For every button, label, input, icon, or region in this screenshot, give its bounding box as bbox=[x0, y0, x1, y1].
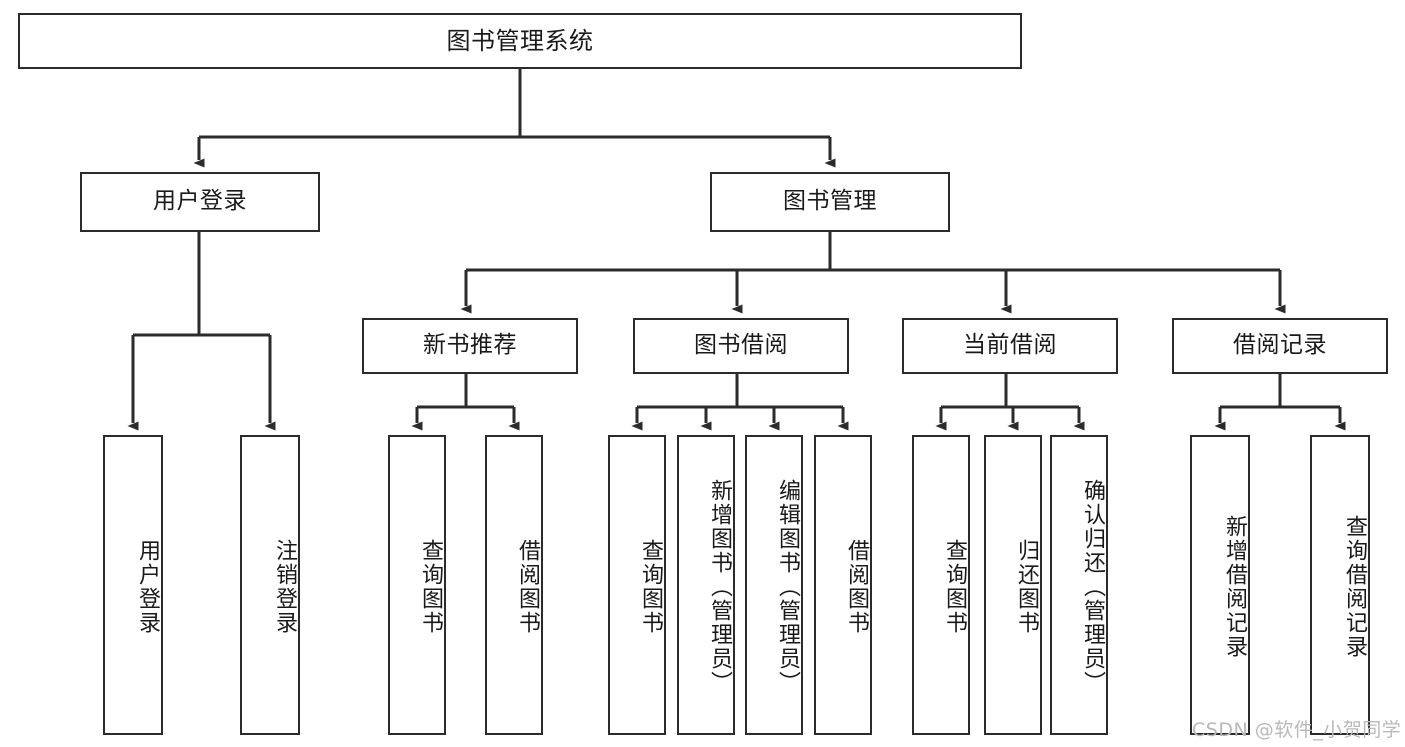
node-new-book-rec[interactable]: 新书推荐 bbox=[362, 318, 578, 374]
leaf-add-record[interactable]: 新增借阅记录 bbox=[1190, 435, 1250, 735]
leaf-return-book[interactable]: 归还图书 bbox=[984, 435, 1042, 735]
leaf-borrow-book[interactable]: 借阅图书 bbox=[814, 435, 872, 735]
leaf-borrow-book-rec[interactable]: 借阅图书 bbox=[485, 435, 543, 735]
leaf-user-logout-label: 注销登录 bbox=[272, 539, 297, 635]
leaf-query-book-rec-label: 查询图书 bbox=[418, 539, 443, 635]
leaf-add-record-label: 新增借阅记录 bbox=[1222, 515, 1247, 659]
leaf-confirm-return[interactable]: 确认归还（管理员） bbox=[1050, 435, 1108, 735]
leaf-confirm-return-label: 确认归还（管理员） bbox=[1080, 479, 1105, 695]
node-current-borrow[interactable]: 当前借阅 bbox=[902, 318, 1118, 374]
leaf-edit-book[interactable]: 编辑图书（管理员） bbox=[745, 435, 803, 735]
leaf-query-book-borrow-label: 查询图书 bbox=[638, 539, 663, 635]
csdn-watermark: CSDN @软件_小贺同学 bbox=[1192, 719, 1402, 741]
node-book-borrow-label: 图书借阅 bbox=[694, 332, 788, 359]
leaf-borrow-book-rec-label: 借阅图书 bbox=[515, 539, 540, 635]
leaf-query-book-borrow[interactable]: 查询图书 bbox=[608, 435, 666, 735]
node-book-manage-label: 图书管理 bbox=[783, 188, 877, 215]
node-user-login-label: 用户登录 bbox=[153, 188, 247, 215]
leaf-query-record-label: 查询借阅记录 bbox=[1342, 515, 1367, 659]
node-root-label: 图书管理系统 bbox=[446, 26, 594, 55]
leaf-query-book-cur[interactable]: 查询图书 bbox=[912, 435, 970, 735]
leaf-user-logout[interactable]: 注销登录 bbox=[240, 435, 300, 735]
leaf-user-login[interactable]: 用户登录 bbox=[103, 435, 163, 735]
leaf-edit-book-label: 编辑图书（管理员） bbox=[775, 479, 800, 695]
node-root[interactable]: 图书管理系统 bbox=[18, 13, 1022, 69]
leaf-borrow-book-label: 借阅图书 bbox=[844, 539, 869, 635]
leaf-user-login-label: 用户登录 bbox=[135, 539, 160, 635]
leaf-query-book-rec[interactable]: 查询图书 bbox=[388, 435, 446, 735]
node-borrow-record-label: 借阅记录 bbox=[1233, 332, 1327, 359]
node-book-borrow[interactable]: 图书借阅 bbox=[633, 318, 849, 374]
node-new-book-rec-label: 新书推荐 bbox=[423, 332, 517, 359]
leaf-return-book-label: 归还图书 bbox=[1014, 539, 1039, 635]
node-user-login[interactable]: 用户登录 bbox=[80, 172, 320, 232]
leaf-query-book-cur-label: 查询图书 bbox=[942, 539, 967, 635]
leaf-add-book[interactable]: 新增图书（管理员） bbox=[677, 435, 735, 735]
node-book-manage[interactable]: 图书管理 bbox=[710, 172, 950, 232]
node-borrow-record[interactable]: 借阅记录 bbox=[1172, 318, 1388, 374]
leaf-query-record[interactable]: 查询借阅记录 bbox=[1310, 435, 1370, 735]
node-current-borrow-label: 当前借阅 bbox=[963, 332, 1057, 359]
leaf-add-book-label: 新增图书（管理员） bbox=[707, 479, 732, 695]
